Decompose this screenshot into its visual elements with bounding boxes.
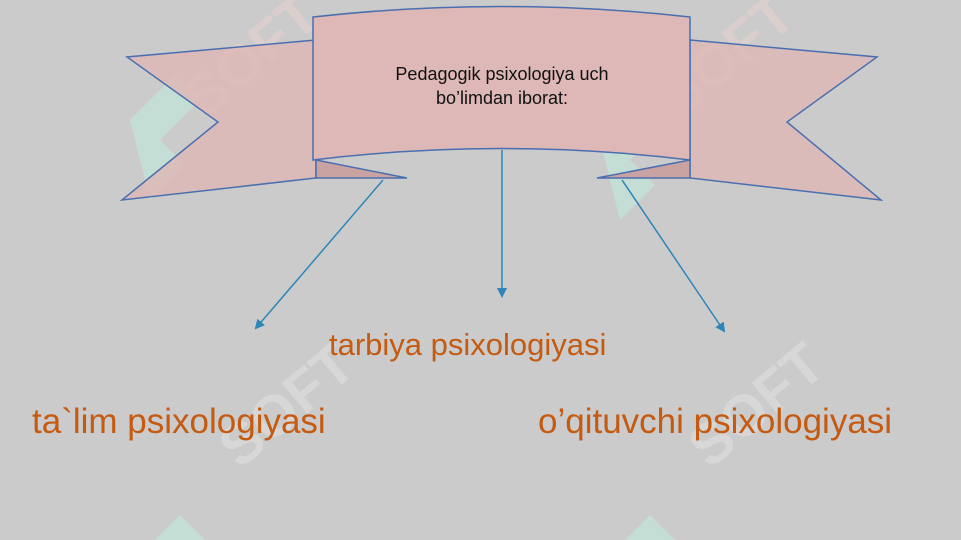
ribbon-banner bbox=[119, 5, 884, 202]
ribbon-right-tail bbox=[689, 39, 884, 202]
branch-label-left: ta`lim psixologiyasi bbox=[32, 402, 326, 441]
soft-logo-icon bbox=[625, 515, 675, 540]
ribbon-right-fold bbox=[596, 159, 691, 179]
ribbon-center-panel bbox=[312, 5, 691, 161]
banner-title-line-2: bo’limdan iborat: bbox=[435, 88, 569, 108]
branch-label-right: o’qituvchi psixologiyasi bbox=[538, 402, 893, 441]
soft-logo-icon bbox=[130, 75, 200, 200]
arrow-to-right-branch bbox=[621, 179, 726, 333]
branch-label-center: tarbiya psixologiyasi bbox=[329, 327, 607, 362]
ribbon-left-fold bbox=[315, 159, 408, 179]
banner-title-line-1: Pedagogik psixologiya uch bbox=[395, 64, 609, 84]
soft-logo-icon bbox=[155, 515, 205, 540]
banner-title: Pedagogik psixologiya uch bo’limdan ibor… bbox=[316, 62, 688, 110]
arrow-to-left-branch bbox=[254, 179, 384, 330]
